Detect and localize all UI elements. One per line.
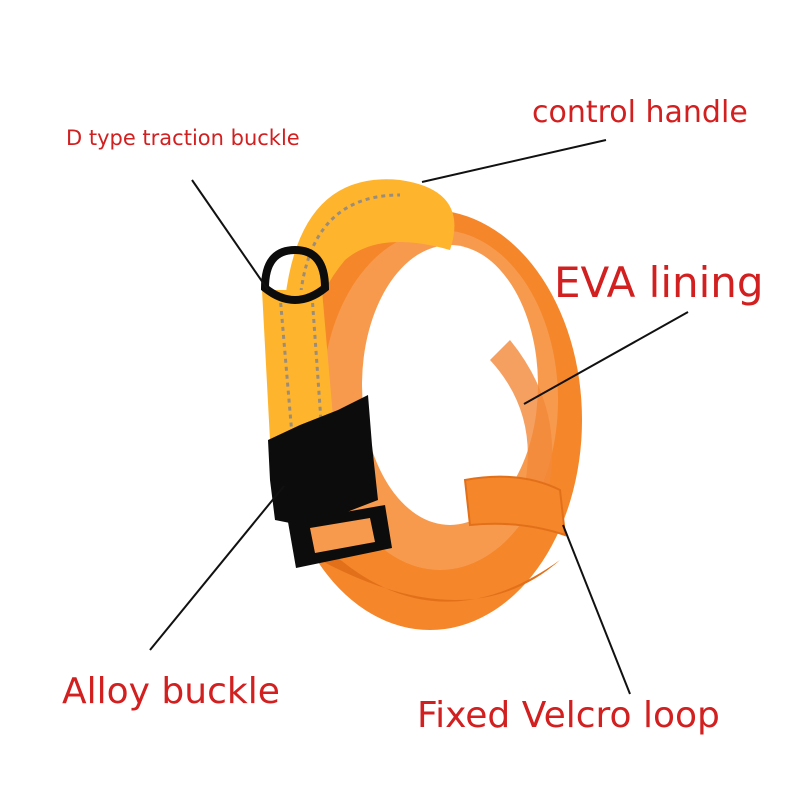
label-control-handle: control handle — [532, 95, 748, 130]
front-strap — [262, 290, 335, 440]
leader-line-velcro-loop — [562, 524, 631, 695]
label-fixed-velcro-loop: Fixed Velcro loop — [417, 695, 720, 736]
buckle-strap-slot — [310, 518, 375, 553]
label-alloy-buckle: Alloy buckle — [62, 671, 280, 712]
velcro-loop-band — [463, 475, 567, 537]
leader-line-control-handle — [421, 139, 607, 183]
leader-line-d-buckle — [191, 179, 269, 291]
lining-fold — [490, 340, 553, 520]
d-ring-icon — [260, 245, 330, 305]
leader-line-eva-lining — [523, 311, 689, 405]
leader-line-alloy-buckle — [149, 485, 285, 651]
leader-lines — [149, 139, 689, 695]
label-eva-lining: EVA lining — [554, 258, 764, 307]
label-d-type-traction-buckle: D type traction buckle — [66, 126, 300, 150]
buckle-icon — [268, 395, 378, 525]
collar-inner-opening — [362, 245, 538, 525]
